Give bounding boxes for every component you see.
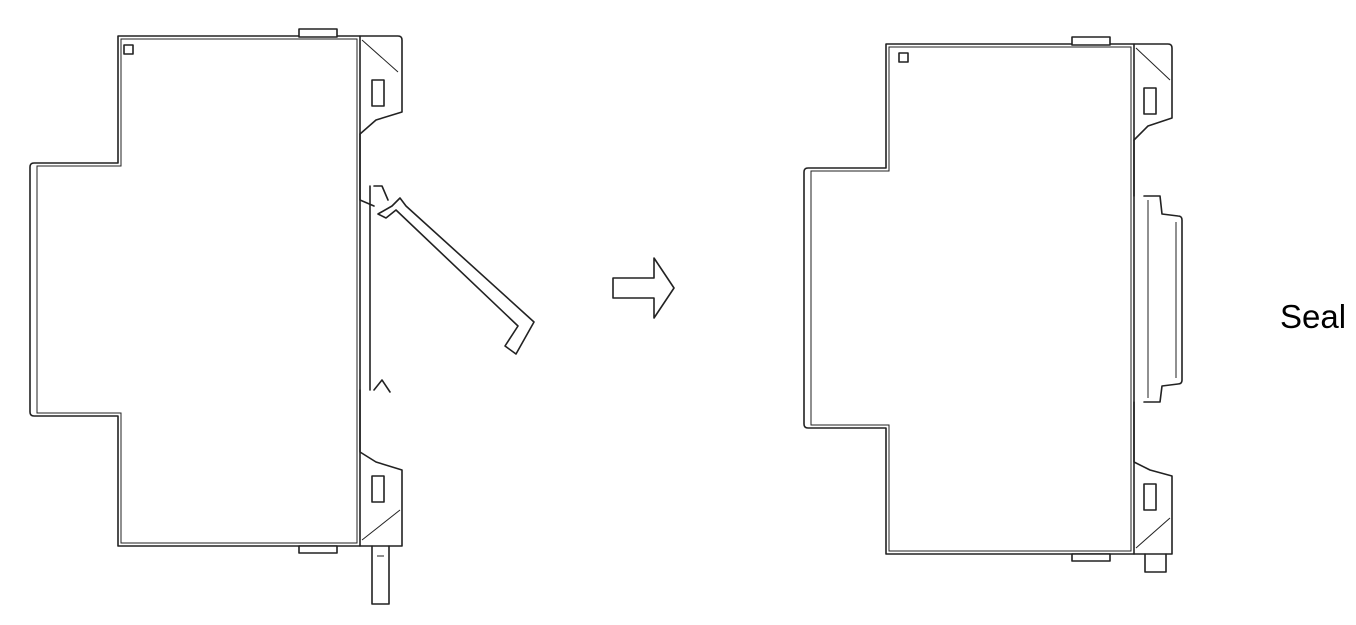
housing-outline-mounted xyxy=(803,43,1135,555)
seal-post-mounted xyxy=(1144,553,1167,573)
upper-window xyxy=(371,79,385,107)
upper-window-mounted xyxy=(1143,87,1157,115)
housing-outline xyxy=(29,35,361,547)
din-rail-seated xyxy=(1143,195,1183,403)
seal-label: Seal xyxy=(1280,298,1347,335)
device-before-mounting xyxy=(29,28,535,605)
seal-post xyxy=(371,545,390,605)
corner-marker xyxy=(123,44,134,55)
bottom-tab xyxy=(298,545,338,554)
lower-window-mounted xyxy=(1143,483,1157,511)
right-arrow-outline-icon xyxy=(612,257,675,319)
lower-window xyxy=(371,475,385,503)
clip-lower-block xyxy=(359,389,403,547)
device-after-mounting xyxy=(803,36,1183,573)
bottom-tab-mounted xyxy=(1071,553,1111,562)
top-tab-mounted xyxy=(1071,36,1111,46)
clip-upper-block xyxy=(359,35,403,135)
top-tab xyxy=(298,28,338,38)
din-rail-tilted xyxy=(377,197,535,355)
corner-marker-mounted xyxy=(898,52,909,63)
